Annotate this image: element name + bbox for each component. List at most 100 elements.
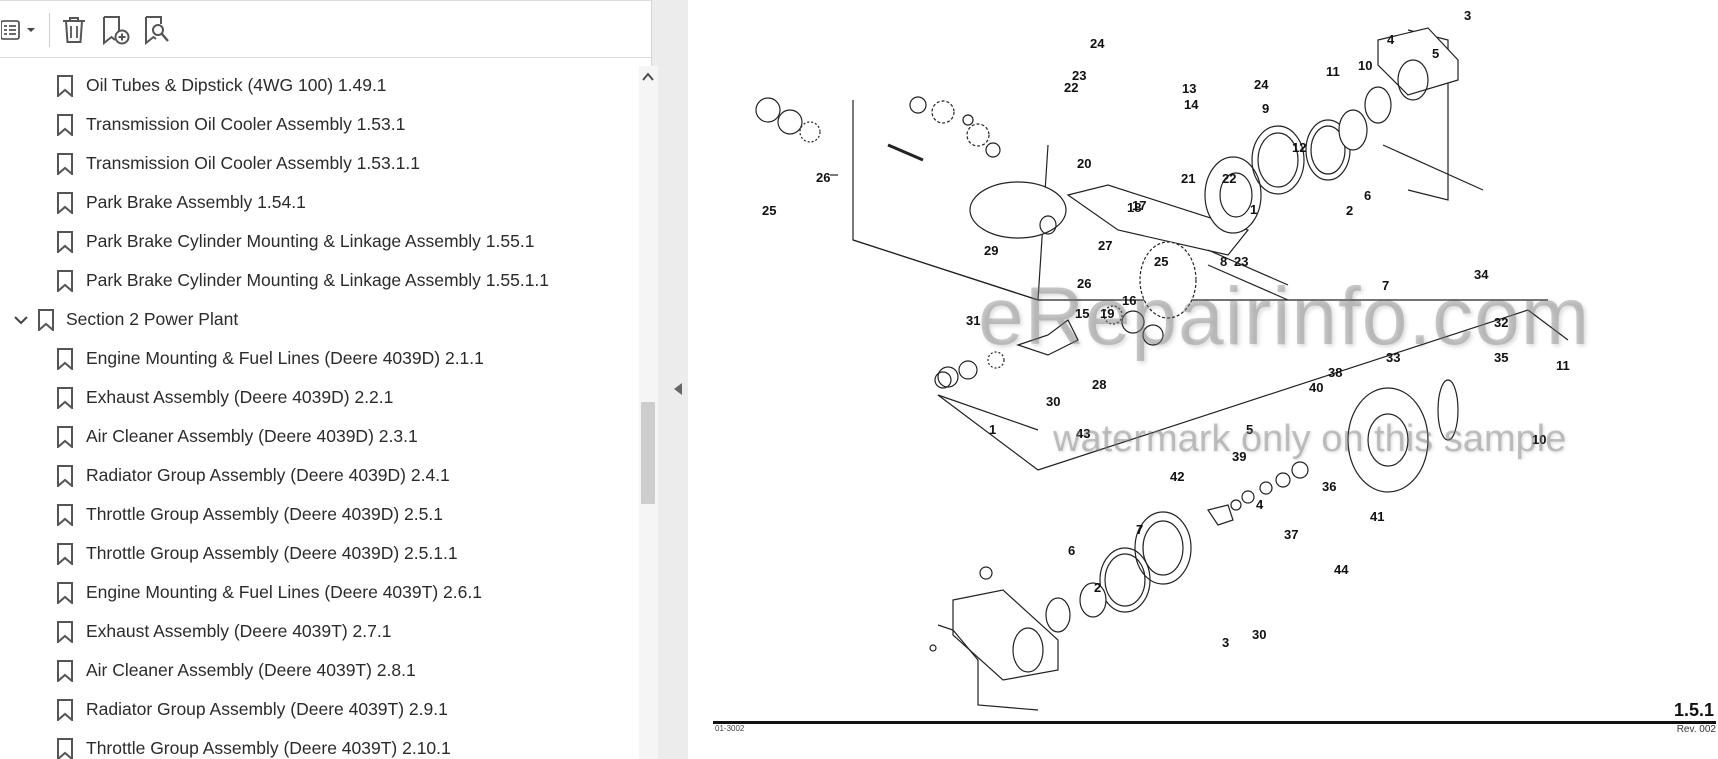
callout-number: 10	[1358, 58, 1372, 73]
callout-number: 33	[1386, 350, 1400, 365]
bookmark-item[interactable]: Engine Mounting & Fuel Lines (Deere 4039…	[0, 573, 640, 612]
callout-number: 1	[1250, 202, 1257, 217]
bookmark-item[interactable]: Exhaust Assembly (Deere 4039D) 2.2.1	[0, 378, 640, 417]
callout-number: 35	[1494, 350, 1508, 365]
bookmark-item[interactable]: Radiator Group Assembly (Deere 4039D) 2.…	[0, 456, 640, 495]
footer-rule	[713, 721, 1716, 724]
scroll-up-arrow-icon[interactable]	[641, 70, 655, 84]
find-bookmark-button[interactable]	[142, 13, 174, 47]
bookmark-item[interactable]: Radiator Group Assembly (Deere 4039T) 2.…	[0, 690, 640, 729]
bookmark-label: Engine Mounting & Fuel Lines (Deere 4039…	[86, 582, 482, 602]
bookmark-icon	[55, 465, 75, 489]
search-bookmark-icon	[145, 16, 169, 45]
callout-number: 34	[1474, 267, 1489, 282]
callout-number: 2	[1346, 203, 1353, 218]
bookmark-item[interactable]: Throttle Group Assembly (Deere 4039D) 2.…	[0, 534, 640, 573]
revision-label: Rev. 002	[1676, 724, 1716, 735]
callout-number: 12	[1292, 140, 1306, 155]
callout-number: 15	[1075, 306, 1089, 321]
callout-number: 25	[1154, 254, 1168, 269]
bookmark-item[interactable]: Engine Mounting & Fuel Lines (Deere 4039…	[0, 339, 640, 378]
callout-number: 44	[1334, 562, 1349, 577]
callout-number: 17	[1132, 198, 1146, 213]
callout-number: 11	[1326, 64, 1340, 79]
bookmark-label: Park Brake Assembly 1.54.1	[86, 192, 306, 212]
bookmark-label: Oil Tubes & Dipstick (4WG 100) 1.49.1	[86, 75, 387, 95]
bookmark-icon	[55, 75, 75, 99]
bookmark-label: Air Cleaner Assembly (Deere 4039D) 2.3.1	[86, 426, 418, 446]
page-number: 1.5.1	[1673, 700, 1714, 720]
callout-number: 13	[1182, 81, 1196, 96]
bookmark-item[interactable]: Throttle Group Assembly (Deere 4039D) 2.…	[0, 495, 640, 534]
callout-number: 6	[1364, 188, 1371, 203]
callout-number: 38	[1328, 365, 1342, 380]
vertical-scrollbar[interactable]	[639, 66, 658, 759]
bookmark-item[interactable]: Park Brake Cylinder Mounting & Linkage A…	[0, 222, 640, 261]
bookmark-label: Radiator Group Assembly (Deere 4039T) 2.…	[86, 699, 448, 719]
callout-number: 7	[1382, 278, 1389, 293]
callout-number: 4	[1256, 497, 1264, 512]
callout-number: 22	[1064, 80, 1078, 95]
collapse-panel-arrow-icon[interactable]	[672, 382, 684, 396]
bookmark-label: Exhaust Assembly (Deere 4039T) 2.7.1	[86, 621, 392, 641]
bookmark-item[interactable]: Exhaust Assembly (Deere 4039T) 2.7.1	[0, 612, 640, 651]
callout-number: 2	[1094, 580, 1101, 595]
trash-icon	[63, 17, 85, 43]
delete-bookmark-button[interactable]	[58, 13, 90, 47]
callout-number: 41	[1370, 509, 1384, 524]
bookmark-icon	[55, 738, 75, 759]
callout-number: 19	[1100, 306, 1114, 321]
callout-number: 9	[1262, 101, 1269, 116]
callout-number: 29	[984, 243, 998, 258]
callout-number: 30	[1252, 627, 1266, 642]
scrollbar-thumb[interactable]	[641, 402, 655, 504]
bookmark-icon	[55, 114, 75, 138]
bookmark-item[interactable]: Air Cleaner Assembly (Deere 4039D) 2.3.1	[0, 417, 640, 456]
callout-number: 24	[1254, 77, 1269, 92]
callout-number: 28	[1092, 377, 1106, 392]
callout-number: 40	[1309, 380, 1323, 395]
callout-number: 36	[1322, 479, 1336, 494]
bookmark-icon	[55, 699, 75, 723]
bookmark-label: Park Brake Cylinder Mounting & Linkage A…	[86, 270, 550, 290]
panel-splitter[interactable]	[666, 0, 688, 759]
callout-number: 24	[1090, 36, 1105, 51]
callout-number: 4	[1387, 32, 1395, 47]
callout-number: 10	[1532, 432, 1546, 447]
bookmark-icon	[55, 621, 75, 645]
callout-number: 26	[1077, 276, 1091, 291]
callout-number: 18	[1127, 200, 1141, 215]
callout-number: 23	[1072, 68, 1086, 83]
watermark-main: eRepairinfo.com	[978, 271, 1591, 362]
bookmark-item[interactable]: Park Brake Cylinder Mounting & Linkage A…	[0, 261, 640, 300]
callout-number: 3	[1464, 8, 1471, 23]
callout-number: 42	[1170, 469, 1184, 484]
callout-number: 43	[1076, 426, 1090, 441]
bookmark-icon	[55, 231, 75, 255]
bookmark-label: Throttle Group Assembly (Deere 4039D) 2.…	[86, 504, 443, 524]
bookmark-item[interactable]: Transmission Oil Cooler Assembly 1.53.1.…	[0, 144, 640, 183]
callout-number: 32	[1494, 315, 1508, 330]
options-menu-button[interactable]	[0, 13, 40, 47]
add-bookmark-button[interactable]	[100, 13, 132, 47]
callout-number: 31	[966, 313, 980, 328]
bookmark-icon	[55, 426, 75, 450]
bookmark-item[interactable]: Throttle Group Assembly (Deere 4039T) 2.…	[0, 729, 640, 759]
bookmark-icon	[55, 504, 75, 528]
bookmark-item[interactable]: Air Cleaner Assembly (Deere 4039T) 2.8.1	[0, 651, 640, 690]
bookmark-label: Air Cleaner Assembly (Deere 4039T) 2.8.1	[86, 660, 416, 680]
callout-number: 25	[762, 203, 776, 218]
bookmark-icon	[55, 348, 75, 372]
callout-number: 21	[1181, 171, 1195, 186]
callout-number: 30	[1046, 394, 1060, 409]
chevron-down-icon[interactable]	[11, 310, 31, 330]
bookmark-label: Section 2 Power Plant	[66, 309, 239, 329]
bookmark-item[interactable]: Transmission Oil Cooler Assembly 1.53.1	[0, 105, 640, 144]
bookmark-section[interactable]: Section 2 Power Plant	[0, 300, 640, 339]
callout-number: 16	[1122, 293, 1136, 308]
bookmark-item[interactable]: Park Brake Assembly 1.54.1	[0, 183, 640, 222]
bookmark-item[interactable]: Oil Tubes & Dipstick (4WG 100) 1.49.1	[0, 66, 640, 105]
callout-number: 5	[1246, 422, 1253, 437]
